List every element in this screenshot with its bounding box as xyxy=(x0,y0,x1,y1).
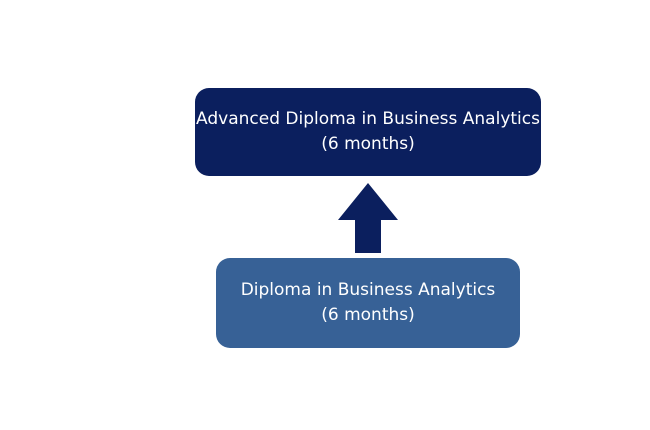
up-arrow-shape xyxy=(338,183,398,253)
advanced-diploma-title: Advanced Diploma in Business Analytics xyxy=(196,109,540,129)
diploma-box: Diploma in Business Analytics (6 months) xyxy=(216,258,520,348)
diploma-duration: (6 months) xyxy=(321,305,415,325)
diploma-title: Diploma in Business Analytics xyxy=(240,280,496,300)
up-arrow-icon xyxy=(338,183,398,253)
advanced-diploma-duration: (6 months) xyxy=(321,134,415,154)
advanced-diploma-box: Advanced Diploma in Business Analytics (… xyxy=(195,88,541,176)
